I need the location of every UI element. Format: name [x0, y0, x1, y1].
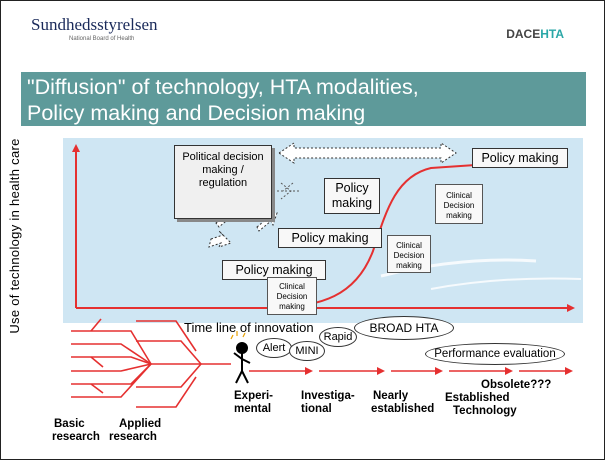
- brand-prefix: DACE: [506, 27, 541, 41]
- logo-subtext: National Board of Health: [69, 36, 135, 42]
- diagonal-arrow-2: [208, 230, 232, 248]
- stage-obsolete: Obsolete???: [481, 379, 552, 391]
- political-decision-label: Political decision making / regulation: [182, 151, 264, 189]
- logo: Sundhedsstyrelsen National Board of Heal…: [31, 15, 158, 42]
- stage-applied-research: Applied research: [109, 418, 161, 444]
- title-line-2: Policy making and Decision making: [27, 101, 366, 125]
- person-figure-icon: [230, 331, 251, 384]
- stage-applied-line2: research: [109, 431, 157, 443]
- diffusion-diagram: Use of technology in health care Politic…: [1, 131, 604, 459]
- clinical-note-right: Clinical Decision making: [435, 184, 483, 224]
- swoosh-2: [430, 277, 582, 290]
- logo-text: Sundhedsstyrelsen: [31, 15, 158, 34]
- stage-nearly-line1: Nearly: [373, 390, 409, 402]
- stage-basic-line2: research: [52, 431, 100, 443]
- policy-box-center: Policy making: [278, 228, 382, 248]
- x-axis-label: Time line of innovation: [184, 320, 314, 335]
- hta-rapid-bubble: Rapid: [319, 327, 357, 347]
- policy-box-top-right: Policy making: [472, 148, 568, 168]
- y-axis-label: Use of technology in health care: [7, 138, 22, 334]
- small-cross-arrow: [269, 182, 301, 200]
- stage-basic-research: Basic research: [52, 418, 100, 444]
- clinical-note-lower: Clinical Decision making: [267, 277, 317, 315]
- stage-investigational-line1: Investiga-: [301, 390, 355, 402]
- research-tree: [71, 318, 231, 408]
- stage-established-line2: Technology: [453, 405, 517, 417]
- stage-experimental-line2: mental: [234, 403, 272, 415]
- hta-broad-bubble: BROAD HTA: [354, 316, 454, 340]
- stage-nearly-line2: established: [371, 403, 435, 415]
- hta-alert-bubble: Alert: [256, 338, 292, 358]
- stage-investigational-line2: tional: [301, 403, 332, 415]
- slide-title: "Diffusion" of technology, HTA modalitie…: [27, 74, 419, 126]
- stage-investigational: Investiga- tional: [301, 390, 355, 416]
- brand-logo: DACEHTA: [506, 27, 564, 41]
- policy-box-middle-label: Policy making: [331, 181, 373, 210]
- clinical-note-middle: Clinical Decision making: [387, 235, 431, 273]
- hta-mini-bubble: MINI: [289, 341, 325, 361]
- stage-experimental-line1: Experi-: [234, 390, 273, 402]
- policy-double-arrow: [278, 142, 457, 164]
- stage-basic-line1: Basic: [54, 418, 85, 430]
- stage-established-line1: Established: [445, 392, 510, 404]
- stage-experimental: Experi- mental: [234, 390, 273, 416]
- title-bar: "Diffusion" of technology, HTA modalitie…: [21, 72, 586, 126]
- stage-applied-line1: Applied: [119, 418, 162, 430]
- title-line-1: "Diffusion" of technology, HTA modalitie…: [27, 75, 419, 99]
- stage-established-technology: Established Technology: [445, 392, 517, 418]
- political-decision-box: Political decision making / regulation: [174, 145, 272, 219]
- policy-box-lower: Policy making: [222, 260, 326, 280]
- brand-suffix: HTA: [540, 27, 564, 41]
- hta-performance-bubble: Performance evaluation: [425, 343, 565, 365]
- stage-nearly-established: Nearly established: [371, 390, 434, 416]
- policy-box-middle: Policy making: [324, 178, 380, 214]
